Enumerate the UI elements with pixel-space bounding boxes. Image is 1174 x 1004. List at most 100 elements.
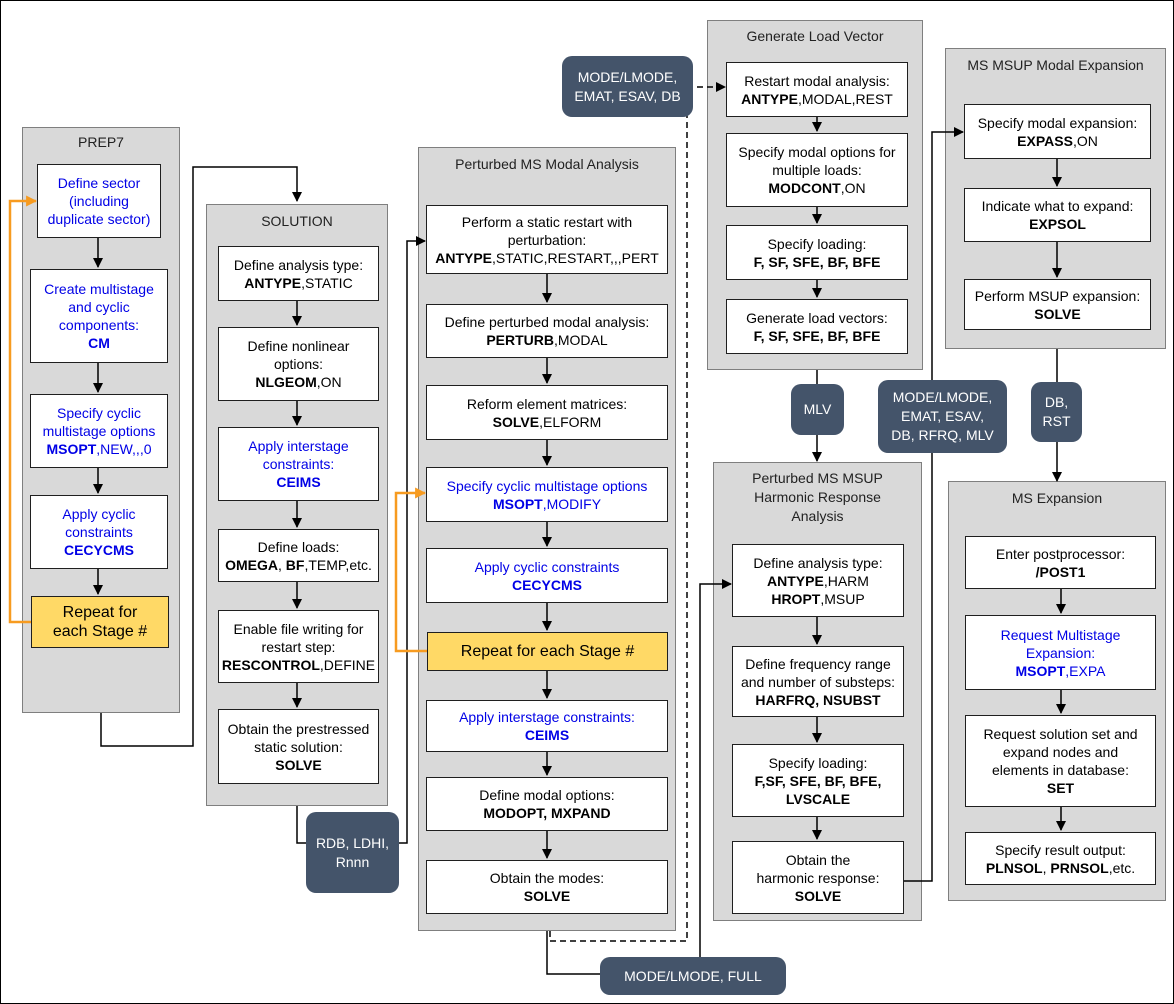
step-text: Perform a static restart with bbox=[461, 213, 633, 230]
command-text: F,SF, SFE, BF, BFE, bbox=[754, 772, 882, 789]
step-text: Define sector bbox=[57, 175, 141, 191]
file-text: MLV bbox=[803, 401, 832, 417]
command-args: ,ELFORM bbox=[539, 413, 602, 430]
command-text: SFE bbox=[792, 253, 820, 270]
file-badge-mode-full: MODE/LMODE, FULL bbox=[600, 957, 786, 995]
step-text: Obtain the modes: bbox=[489, 870, 605, 886]
command-text: CEIMS bbox=[524, 727, 570, 743]
step-text: multistage options bbox=[42, 423, 156, 439]
command-text: F bbox=[753, 327, 761, 344]
request-solution-set-step: Request solution set and expand nodes an… bbox=[965, 715, 1156, 807]
command-text: PRNSOL bbox=[1050, 859, 1109, 876]
command-text: SF bbox=[768, 327, 785, 344]
command-text: PLNSOL bbox=[985, 859, 1043, 876]
command-text: ANTYPE bbox=[244, 274, 302, 291]
prestressed-solution-step: Obtain the prestressed static solution: … bbox=[218, 709, 379, 784]
step-text: Repeat for each Stage # bbox=[460, 643, 635, 660]
step-text: Define modal options: bbox=[479, 787, 615, 803]
apply-cyclic-constraints-step: Apply cyclic constraints CECYCMS bbox=[30, 495, 168, 569]
static-restart-step: Perform a static restart with perturbati… bbox=[426, 205, 668, 274]
harmonic-response-step: Obtain the harmonic response: SOLVE bbox=[732, 841, 904, 914]
modal-options-loads-step: Specify modal options for multiple loads… bbox=[726, 133, 908, 207]
command-line: EXPASS,ON bbox=[1017, 132, 1098, 150]
command-text: LVSCALE bbox=[785, 790, 851, 807]
step-text: and number of substeps: bbox=[740, 673, 896, 690]
file-text: EMAT, ESAV, DB bbox=[574, 87, 681, 104]
repeat-stage-step: Repeat for each Stage # bbox=[31, 596, 169, 648]
file-text: DB, RFRQ, MLV bbox=[891, 427, 994, 443]
command-args: , bbox=[1042, 859, 1051, 876]
ms-expansion-title: MS Expansion bbox=[1011, 490, 1103, 506]
step-text: Define frequency range bbox=[745, 655, 891, 672]
command-args: ,MODAL,REST bbox=[797, 90, 893, 107]
command-text: SOLVE bbox=[794, 887, 842, 904]
command-text: SET bbox=[1046, 780, 1075, 796]
enter-postprocessor-step: Enter postprocessor: /POST1 bbox=[965, 536, 1156, 589]
step-text: static solution: bbox=[254, 738, 343, 755]
command-text: RESCONTROL bbox=[221, 656, 320, 673]
step-text: Define analysis type: bbox=[233, 256, 364, 273]
reform-matrices-step: Reform element matrices: SOLVE,ELFORM bbox=[426, 385, 668, 440]
command-args: ,STATIC,RESTART,,,PERT bbox=[492, 249, 659, 266]
request-multistage-expansion-step: Request Multistage Expansion: MSOPT,EXPA bbox=[965, 615, 1156, 690]
modal-options-step: Define modal options: MODOPT, MXPAND bbox=[426, 777, 668, 831]
command-text: SOLVE bbox=[275, 756, 322, 773]
step-text: expand nodes and bbox=[1002, 744, 1119, 760]
command-line: MSOPT,EXPA bbox=[1016, 662, 1106, 680]
step-text: Specify cyclic bbox=[56, 405, 142, 421]
file-text: RDB, LDHI, bbox=[315, 834, 390, 851]
step-text: Apply interstage constraints: bbox=[459, 709, 635, 725]
command-line: F, SF, SFE, BF, BFE bbox=[753, 327, 881, 344]
file-text: MODE/LMODE, bbox=[577, 68, 678, 85]
step-text: Request Multistage bbox=[1000, 626, 1121, 643]
step-text: Specify modal expansion: bbox=[977, 114, 1138, 131]
file-text: MODE/LMODE, bbox=[892, 389, 993, 405]
step-text: duplicate sector) bbox=[47, 211, 151, 227]
command-args: ,MODAL bbox=[553, 332, 608, 348]
command-text: MSOPT bbox=[46, 441, 97, 457]
step-text: Specify cyclic multistage options bbox=[446, 477, 648, 494]
command-args: ,HARM bbox=[823, 572, 869, 589]
harmonic-loading-step: Specify loading: F,SF, SFE, BF, BFE, LVS… bbox=[732, 744, 904, 817]
command-text: ANTYPE bbox=[741, 90, 798, 107]
step-text: constraints bbox=[65, 524, 133, 540]
command-line: F, SF, SFE, BF, BFE bbox=[753, 253, 881, 270]
step-text: harmonic response: bbox=[756, 869, 880, 886]
command-line: ANTYPE,HARM bbox=[767, 572, 869, 590]
restart-modal-step: Restart modal analysis: ANTYPE,MODAL,RES… bbox=[726, 62, 908, 117]
command-text: PERTURB bbox=[486, 332, 554, 348]
step-text: Perform MSUP expansion: bbox=[974, 287, 1141, 304]
step-text: Repeat for bbox=[62, 604, 138, 621]
step-text: Enable file writing for bbox=[233, 620, 364, 637]
cyclic-constraints-step: Apply cyclic constraints CECYCMS bbox=[426, 548, 668, 603]
step-text: restart step: bbox=[261, 638, 336, 655]
step-text: Reform element matrices: bbox=[466, 395, 628, 412]
step-text: elements in database: bbox=[992, 762, 1129, 778]
command-args: ,EXPA bbox=[1065, 662, 1106, 679]
harmonic-analysis-type-step: Define analysis type: ANTYPE,HARM HROPT,… bbox=[732, 544, 904, 617]
step-text: Define loads: bbox=[257, 538, 340, 555]
command-text: CM bbox=[88, 335, 110, 351]
define-analysis-type-step: Define analysis type: ANTYPE,STATIC bbox=[218, 246, 379, 301]
command-text: CECYCMS bbox=[63, 542, 134, 558]
what-to-expand-step: Indicate what to expand: EXPSOL bbox=[964, 188, 1151, 242]
file-text: RST bbox=[1042, 413, 1071, 429]
command-text: SFE bbox=[792, 327, 820, 344]
command-text: MODOPT, MXPAND bbox=[483, 805, 611, 821]
step-text: and cyclic bbox=[68, 299, 130, 315]
command-text: SOLVE bbox=[492, 413, 540, 430]
prep7-title: PREP7 bbox=[78, 134, 124, 150]
command-args: ,ON bbox=[316, 374, 342, 390]
command-args: ,MODIFY bbox=[542, 495, 602, 512]
command-text: ANTYPE bbox=[767, 572, 824, 589]
step-text: Define nonlinear bbox=[247, 338, 350, 354]
command-text: CECYCMS bbox=[511, 576, 582, 593]
file-badge-mode-emat: MODE/LMODE, EMAT, ESAV, DB bbox=[562, 56, 693, 117]
command-line: MSOPT,NEW,,,0 bbox=[46, 440, 151, 458]
perturbed-modal-step: Define perturbed modal analysis: PERTURB… bbox=[426, 304, 668, 358]
command-text: SF bbox=[768, 253, 785, 270]
step-text: Specify result output: bbox=[995, 841, 1126, 858]
load-vector-title: Generate Load Vector bbox=[746, 28, 884, 44]
harmonic-title-line: Perturbed MS MSUP bbox=[752, 470, 883, 486]
command-text: CEIMS bbox=[276, 474, 321, 490]
